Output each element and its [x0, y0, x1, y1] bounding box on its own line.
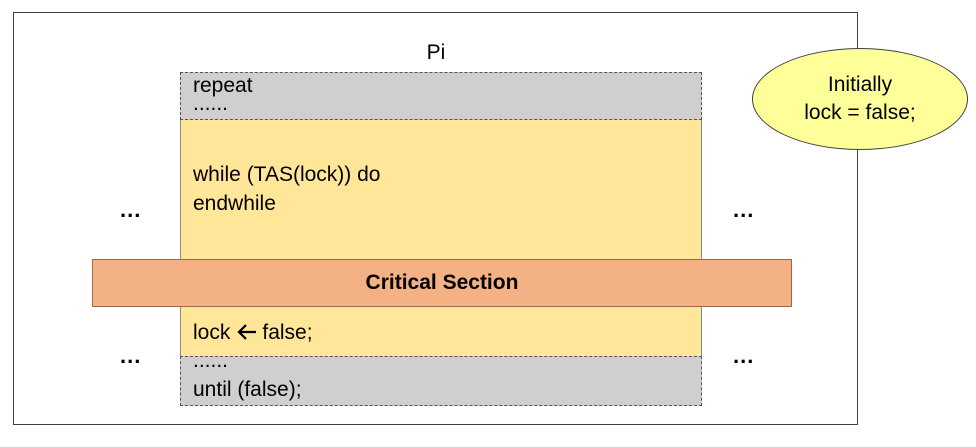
left-arrow-icon [237, 324, 257, 340]
while-tas-line: while (TAS(lock)) do [193, 163, 381, 186]
entry-section-box [180, 72, 702, 120]
left-top-ellipsis: ... [120, 197, 142, 222]
repeat-line: repeat [193, 74, 253, 97]
entry-exit-code-block [180, 120, 702, 356]
critical-section-bar: Critical Section [92, 259, 792, 307]
note-lock-false: lock = false; [804, 101, 916, 124]
initial-condition-note: Initially lock = false; [752, 48, 968, 150]
endwhile-line: endwhile [193, 192, 276, 215]
process-label: Pi [426, 41, 446, 64]
lock-release-line: lock false; [193, 321, 313, 345]
remainder-ellipsis-line: ...... [193, 349, 229, 372]
remainder-section-box [180, 356, 702, 406]
right-bottom-ellipsis: ... [733, 343, 755, 368]
lock-variable: lock [193, 321, 231, 344]
right-top-ellipsis: ... [733, 197, 755, 222]
entry-ellipsis-line: ...... [193, 92, 229, 115]
left-bottom-ellipsis: ... [120, 343, 142, 368]
note-initially: Initially [827, 73, 893, 96]
until-false-line: until (false); [193, 378, 302, 401]
critical-section-label: Critical Section [365, 271, 519, 294]
false-value: false; [262, 321, 313, 344]
